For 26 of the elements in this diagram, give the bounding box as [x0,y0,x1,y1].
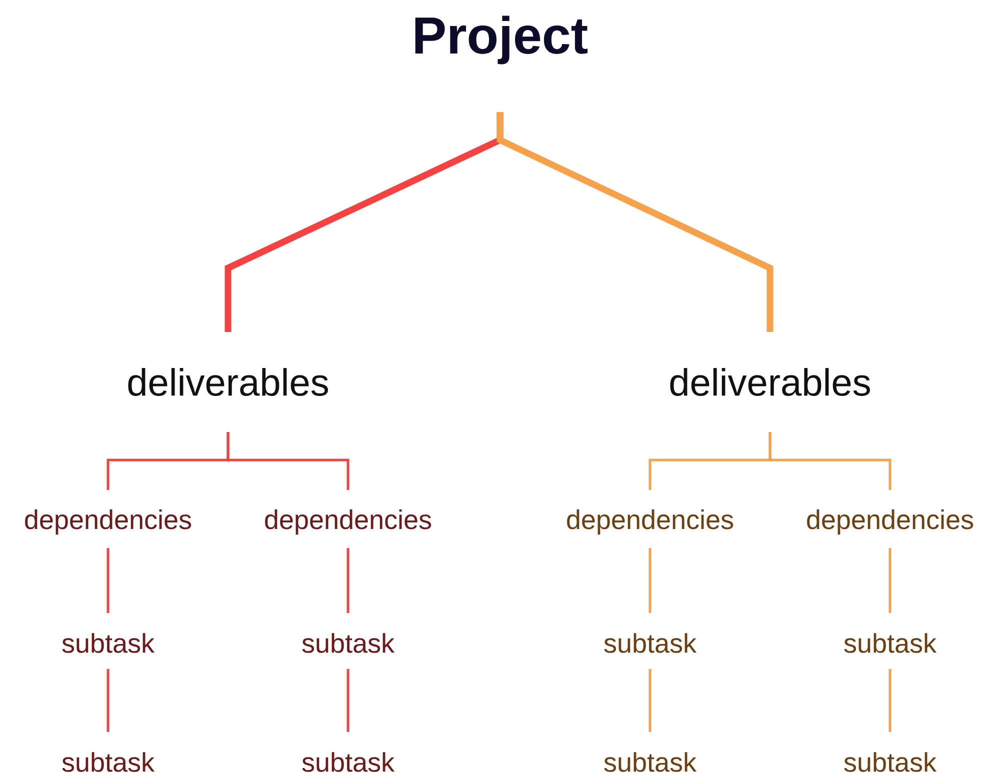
subtask-label: subtask [62,633,155,653]
subtask-label: subtask [302,633,395,653]
subtask-label: subtask [62,752,155,772]
title: Project [415,16,588,64]
connector-line [888,669,892,732]
subtask-label: subtask [844,752,937,772]
dependency-label: dependencies [25,509,192,535]
connector-line [226,432,350,490]
dependency-label: dependencies [567,509,734,535]
connector-line [496,112,774,332]
connector-line [106,548,110,613]
connector-line [648,548,652,613]
connector-line [648,669,652,732]
dependency-label: dependencies [807,509,974,535]
subtask-label: subtask [604,752,697,772]
deliverable-label: deliverables [670,368,870,396]
subtask-label: subtask [604,633,697,653]
dependency-label: dependencies [265,509,432,535]
connector-line [346,669,350,732]
connector-line [768,432,892,490]
subtask-label: subtask [302,752,395,772]
connector-line [106,669,110,732]
deliverable-label: deliverables [128,368,328,396]
connector-line [346,548,350,613]
connector-line [888,548,892,613]
subtask-label: subtask [844,633,937,653]
